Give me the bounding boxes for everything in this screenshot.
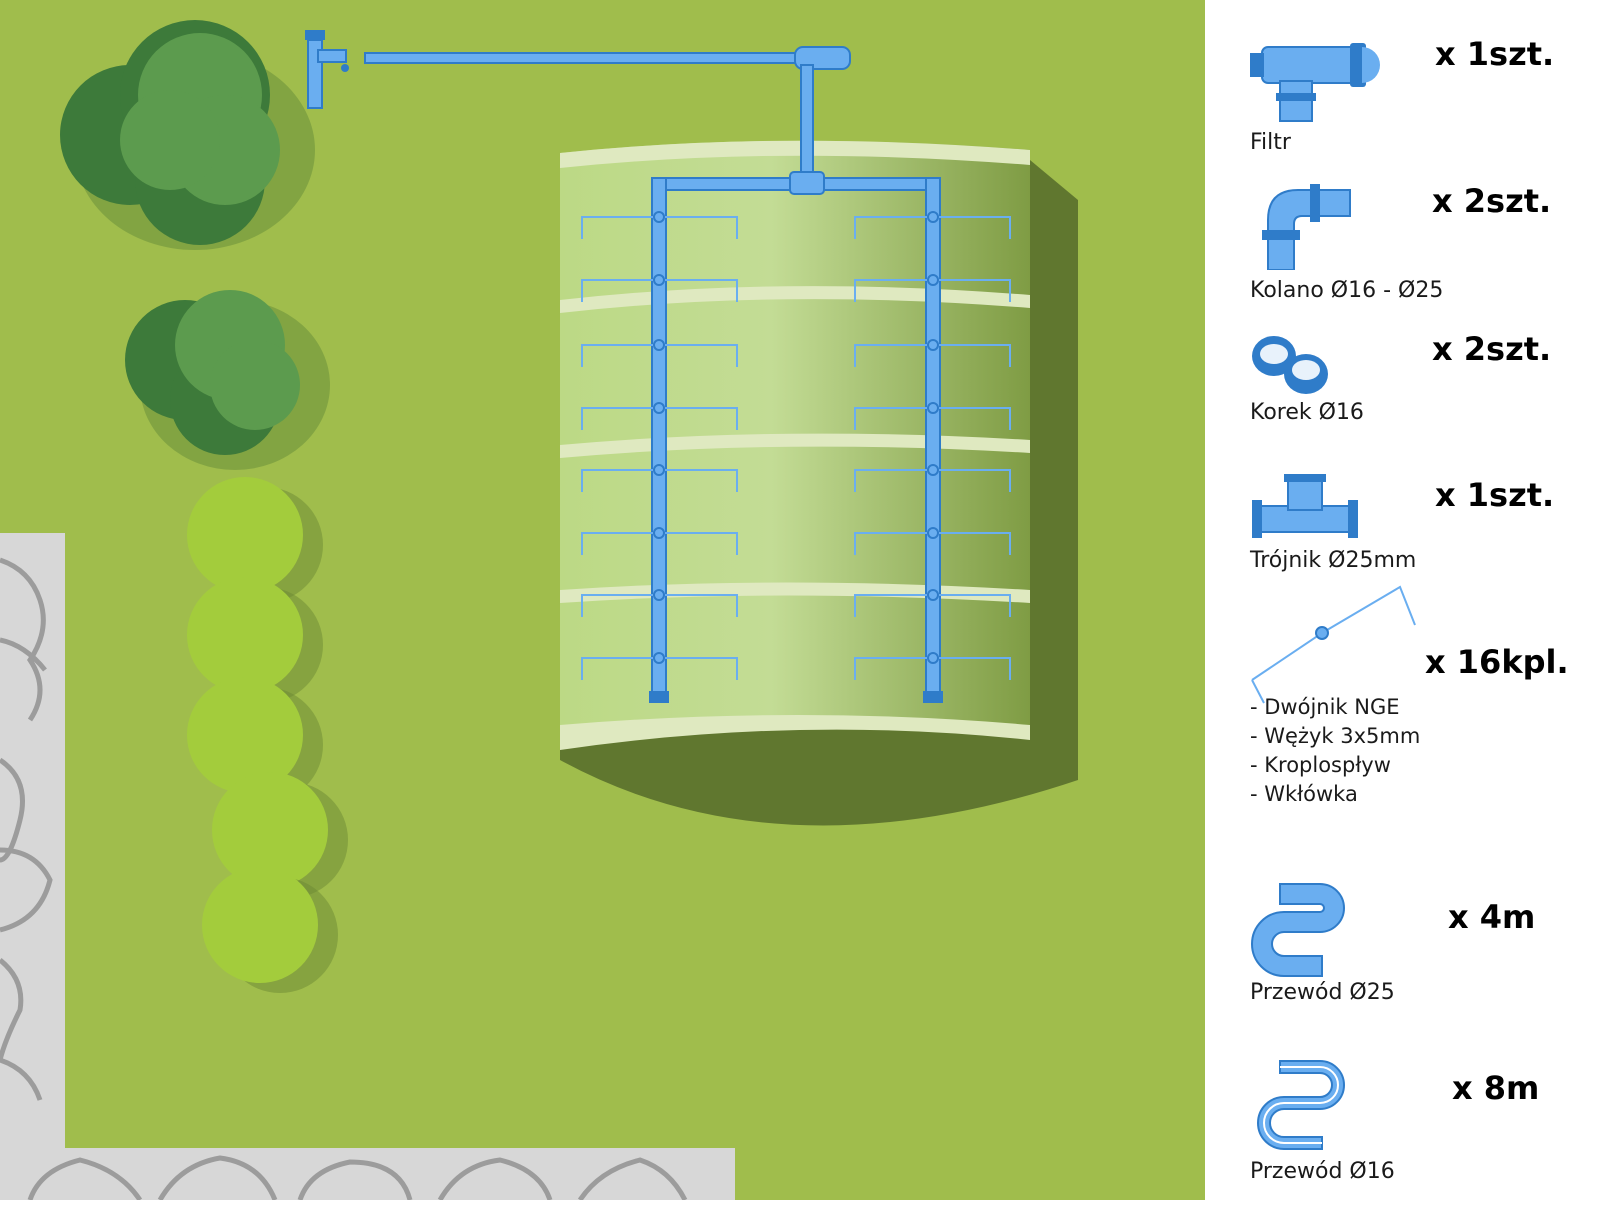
faucet-icon	[305, 30, 349, 109]
legend-item: x 8m Przewód Ø16	[1250, 1055, 1580, 1205]
dripper	[927, 274, 939, 286]
legend-item: x 16kpl. - Dwójnik NGE - Wężyk 3x5mm - Krop…	[1250, 585, 1580, 806]
dripper	[927, 339, 939, 351]
garden-bed	[560, 140, 1078, 826]
legend-detail-line: - Wężyk 3x5mm	[1250, 724, 1421, 748]
shrub-row	[187, 477, 348, 993]
tree-large	[60, 20, 315, 250]
paving-bottom	[0, 1148, 735, 1200]
legend-details: - Dwójnik NGE - Wężyk 3x5mm - Kroplospływ -…	[1250, 693, 1420, 809]
legend-detail-line: - Kroplospływ	[1250, 753, 1391, 777]
legend-quantity: x 8m	[1452, 1069, 1540, 1107]
supply-pipe	[364, 46, 943, 703]
hose-16-icon	[1250, 1055, 1360, 1160]
elbow-icon	[1250, 170, 1360, 275]
dripper	[653, 274, 665, 286]
legend-item: x 1szt. Filtr	[1250, 25, 1580, 175]
legend-label: Korek Ø16	[1250, 400, 1364, 425]
dripper	[927, 652, 939, 664]
legend-item: x 1szt. Trójnik Ø25mm	[1250, 470, 1580, 620]
hose-25-icon	[1250, 880, 1360, 985]
dripper-set-icon	[1250, 585, 1430, 720]
dripper	[927, 464, 939, 476]
legend-quantity: x 4m	[1448, 898, 1536, 936]
legend-detail-line: - Dwójnik NGE	[1250, 695, 1400, 719]
legend-detail-line: - Wkłówka	[1250, 782, 1358, 806]
legend-label: Trójnik Ø25mm	[1250, 548, 1417, 573]
legend-quantity: x 1szt.	[1435, 476, 1555, 514]
legend-quantity: x 2szt.	[1432, 330, 1552, 368]
legend-label: Kolano Ø16 - Ø25	[1250, 278, 1444, 303]
end-cap-icon	[1250, 330, 1340, 405]
dripper	[927, 527, 939, 539]
dripper	[653, 652, 665, 664]
dripper	[927, 211, 939, 223]
drip-lines	[581, 211, 1011, 680]
legend-item: x 4m Przewód Ø25	[1250, 880, 1580, 1030]
legend-quantity: x 1szt.	[1435, 35, 1555, 73]
legend-item: x 2szt. Kolano Ø16 - Ø25	[1250, 170, 1580, 320]
legend-quantity: x 16kpl.	[1425, 643, 1569, 681]
paving-left	[0, 533, 65, 1200]
dripper	[653, 589, 665, 601]
filter-icon	[1250, 25, 1390, 130]
dripper	[653, 464, 665, 476]
dripper	[653, 527, 665, 539]
dripper	[653, 402, 665, 414]
dripper	[653, 339, 665, 351]
dripper	[927, 402, 939, 414]
legend-label: Filtr	[1250, 130, 1291, 155]
dripper	[653, 211, 665, 223]
legend-item: x 2szt. Korek Ø16	[1250, 330, 1580, 480]
dripper	[927, 589, 939, 601]
legend-label: Przewód Ø16	[1250, 1159, 1395, 1184]
legend-label: Przewód Ø25	[1250, 980, 1395, 1005]
legend-quantity: x 2szt.	[1432, 182, 1552, 220]
tee-icon	[1250, 470, 1360, 555]
tree-small	[125, 290, 330, 470]
